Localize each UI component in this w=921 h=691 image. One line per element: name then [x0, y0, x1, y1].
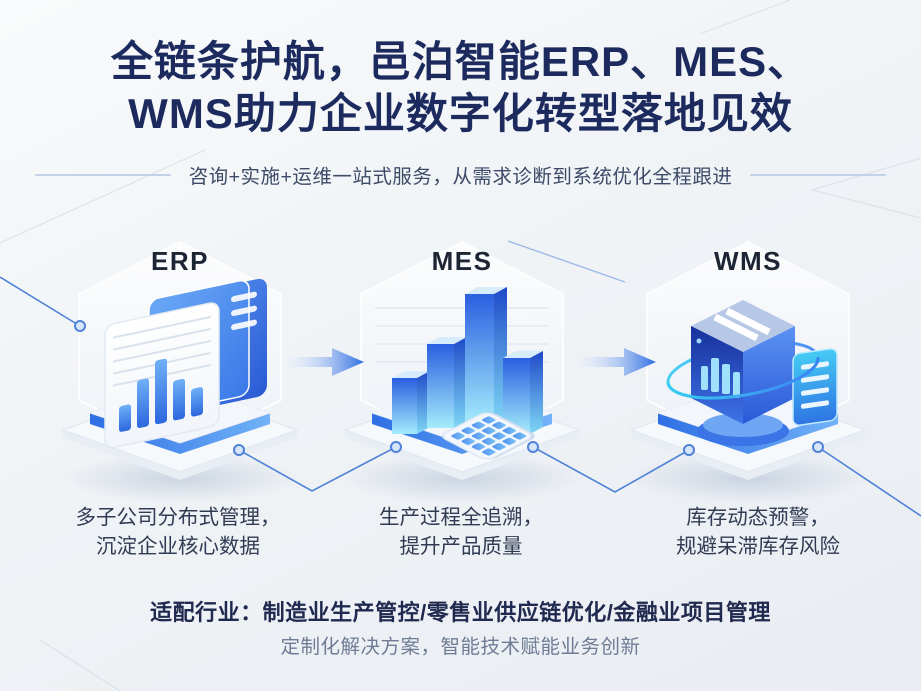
- subtitle: 咨询+实施+运维一站式服务，从需求诊断到系统优化全程跟进: [188, 166, 733, 188]
- erp-documents-chart-icon: [60, 240, 300, 480]
- subtitle-row: 咨询+实施+运维一站式服务，从需求诊断到系统优化全程跟进: [0, 160, 921, 189]
- subtitle-rule-left: [34, 173, 171, 176]
- title-line-1: 全链条护航，邑泊智能ERP、MES、: [110, 38, 811, 85]
- subtitle-rule-right: [750, 173, 887, 176]
- panel-label: MES: [431, 246, 493, 276]
- caption-erp: 多子公司分布式管理， 沉淀企业核心数据: [28, 503, 328, 561]
- arrow-right-icon: [286, 344, 366, 380]
- mes-3d-bar-chart-icon: [342, 240, 582, 480]
- wms-server-cube-icon: [628, 240, 868, 480]
- caption-line: 沉淀企业核心数据: [96, 535, 260, 558]
- caption-line: 多子公司分布式管理，: [75, 506, 281, 529]
- panel-wms: WMS: [623, 238, 873, 488]
- footer-industries: 适配行业：制造业生产管控/零售业供应链优化/金融业项目管理: [150, 600, 771, 625]
- panel-label: WMS: [713, 246, 783, 276]
- footer-tagline: 定制化解决方案，智能技术赋能业务创新: [280, 636, 641, 658]
- panel-label: ERP: [151, 246, 209, 276]
- caption-line: 生产过程全追溯，: [379, 506, 543, 529]
- panel-erp: ERP: [55, 238, 305, 488]
- panel-mes: MES: [337, 238, 587, 488]
- caption-line: 库存动态预警，: [686, 506, 830, 529]
- caption-line: 规避呆滞库存风险: [676, 535, 840, 558]
- arrow-right-icon: [578, 344, 658, 380]
- title-line-2: WMS助力企业数字化转型落地见效: [128, 90, 793, 138]
- caption-mes: 生产过程全追溯， 提升产品质量: [320, 503, 602, 561]
- caption-line: 提升产品质量: [399, 535, 523, 558]
- caption-wms: 库存动态预警， 规避呆滞库存风险: [617, 503, 899, 561]
- page-title: 全链条护航，邑泊智能ERP、MES、 WMS助力企业数字化转型落地见效: [0, 36, 921, 140]
